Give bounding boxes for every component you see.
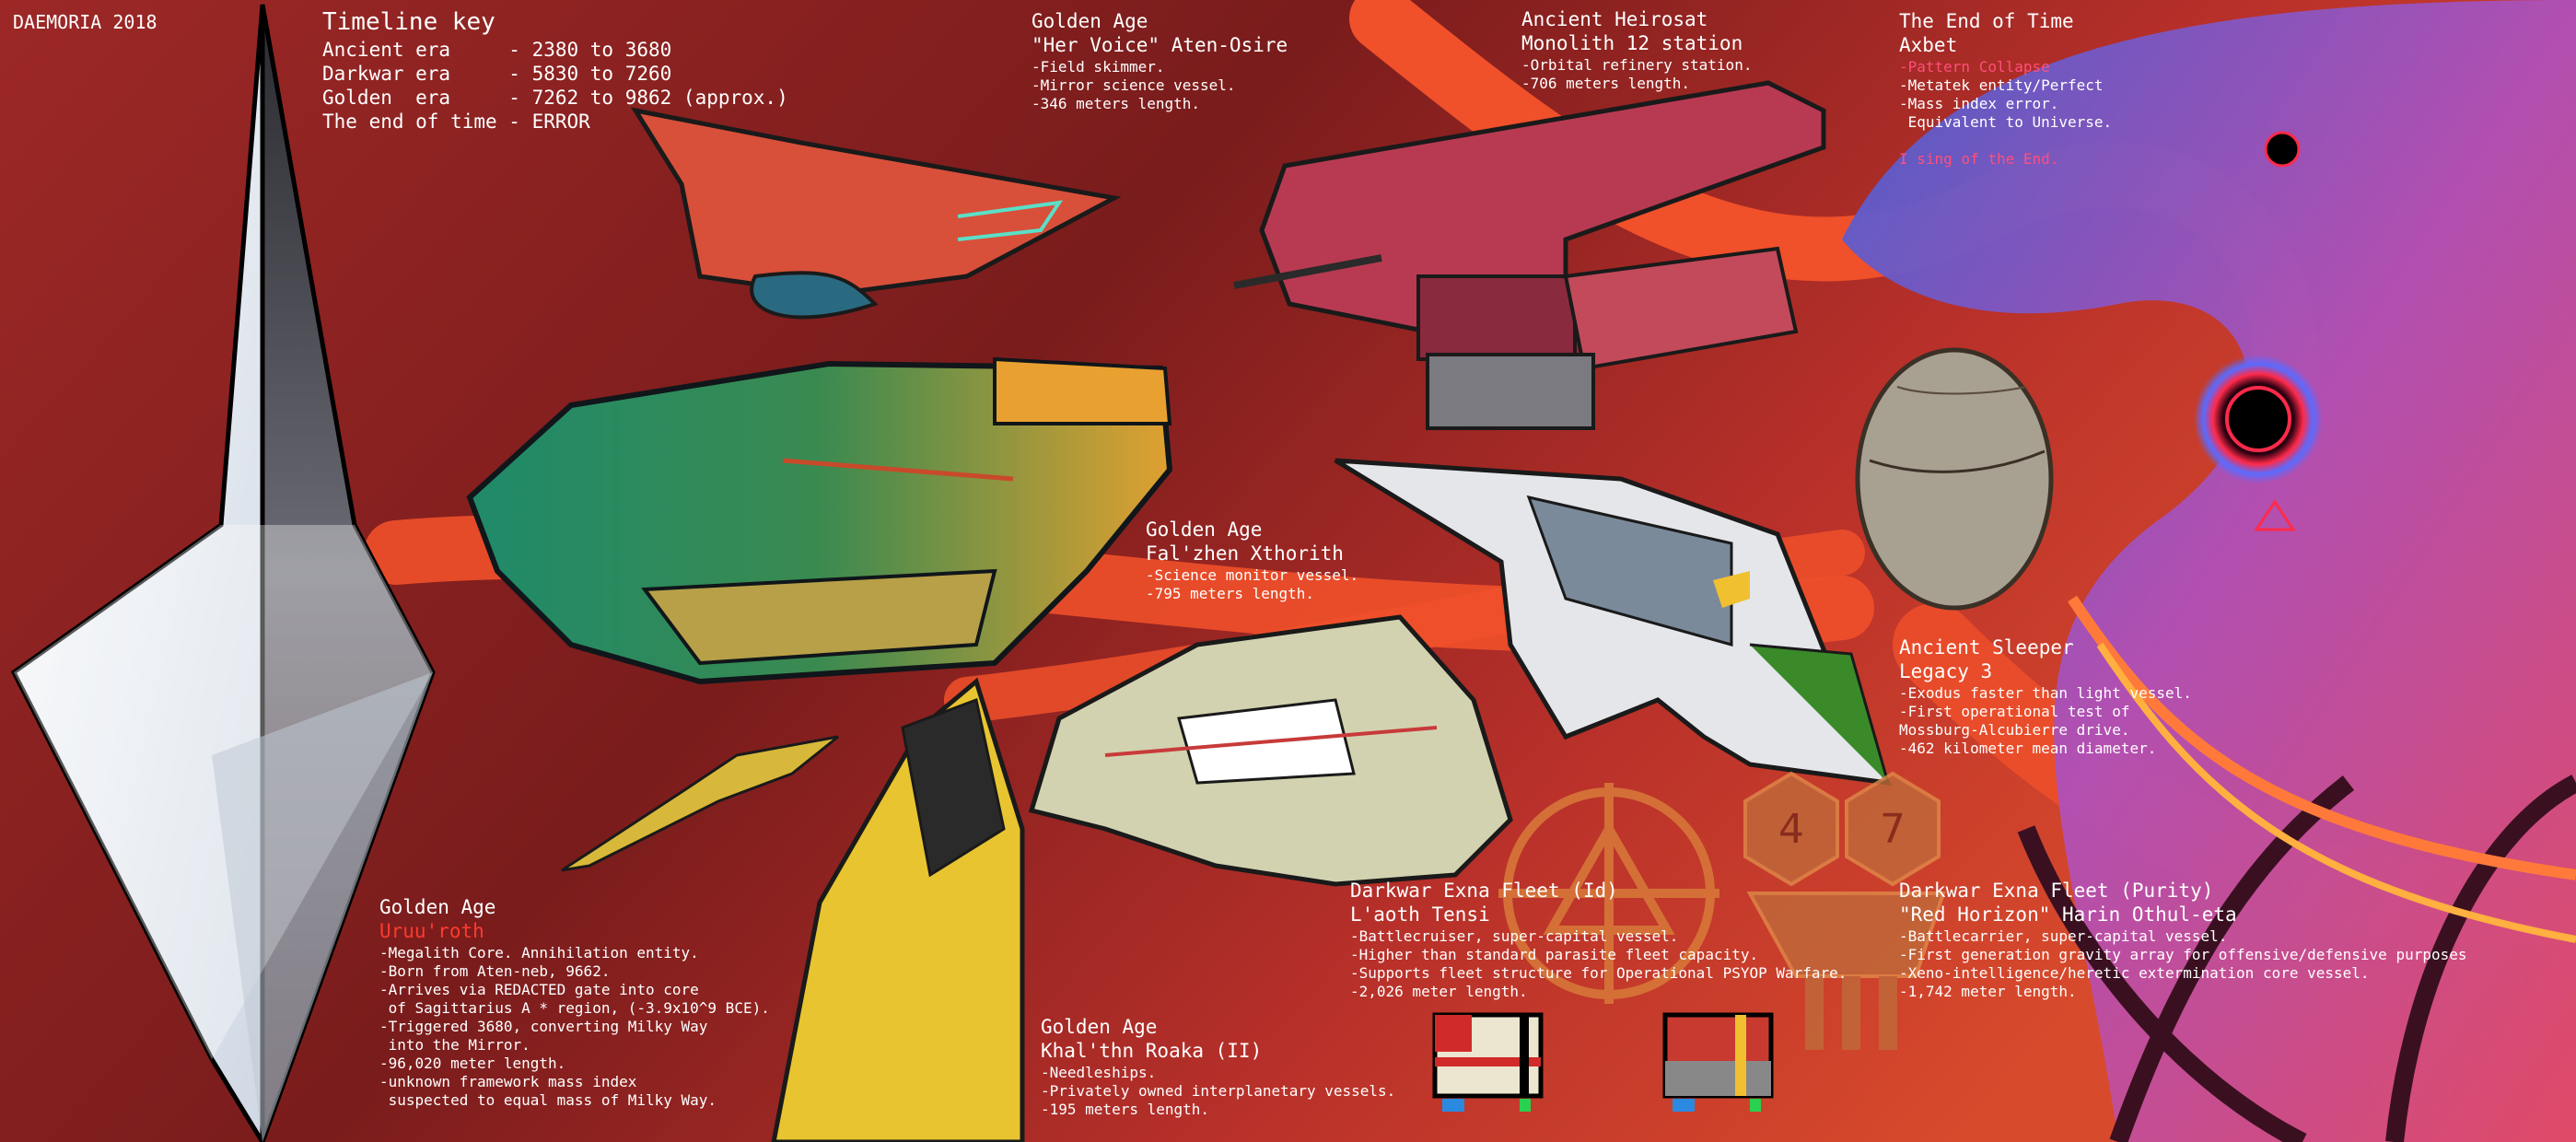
entry-detail: -Xeno-intelligence/heretic extermination…	[1899, 963, 2370, 982]
entry-name: Uruu'roth	[379, 920, 484, 943]
entry-xthorith: Golden Age Fal'zhen Xthorith -Science mo…	[1146, 518, 1358, 603]
entry-detail: -1,742 meter length.	[1899, 982, 2077, 1000]
entry-era: Ancient Sleeper	[1899, 636, 2074, 658]
entry-era: Darkwar Exna Fleet (Purity)	[1899, 880, 2214, 902]
entry-era: Darkwar Exna Fleet (Id)	[1350, 880, 1618, 902]
legacy-3-sleeper	[1855, 347, 2054, 611]
entry-detail: Equivalent to Universe.	[1899, 112, 2113, 131]
entry-detail: -96,020 meter length.	[379, 1054, 566, 1072]
entry-laoth-tensi: Darkwar Exna Fleet (Id) L'aoth Tensi -Ba…	[1350, 879, 1847, 1001]
xthorith-ship	[1334, 458, 1893, 787]
entry-detail: -Battlecarrier, super-capital vessel.	[1899, 926, 2228, 945]
entry-monolith: Ancient Heirosat Monolith 12 station -Or…	[1521, 7, 1752, 93]
axbet-entity	[1842, 0, 2576, 1142]
entry-name: Monolith 12 station	[1521, 32, 1743, 55]
entry-aten-osire: Golden Age "Her Voice" Aten-Osire -Field…	[1032, 9, 1288, 113]
timeline-key: Timeline key Ancient era - 2380 to 3680 …	[322, 7, 788, 134]
id-fleet-flag	[1432, 1012, 1544, 1112]
entry-detail: -Metatek entity/Perfect	[1899, 76, 2104, 94]
entry-detail: -Battlecruiser, super-capital vessel.	[1350, 926, 1679, 945]
entry-era: Golden Age	[1041, 1016, 1158, 1038]
green-battleship	[466, 356, 1173, 685]
entry-detail: -Exodus faster than light vessel.	[1899, 683, 2192, 702]
entry-detail: Mossburg-Alcubierre drive.	[1899, 720, 2130, 739]
entry-axbet: The End of Time Axbet -Pattern Collapse …	[1899, 9, 2112, 169]
entry-detail: -Orbital refinery station.	[1521, 55, 1753, 74]
entry-detail: -346 meters length.	[1032, 94, 1201, 112]
entry-era: Ancient Heirosat	[1521, 8, 1708, 30]
entry-detail: -Science monitor vessel.	[1146, 565, 1359, 584]
timeline-line: Ancient era - 2380 to 3680	[322, 38, 672, 61]
entry-detail: -462 kilometer mean diameter.	[1899, 739, 2157, 757]
entry-era: Golden Age	[379, 896, 496, 918]
purity-fleet-flag	[1662, 1012, 1774, 1112]
entry-name: Axbet	[1899, 34, 1958, 57]
entry-khalthn: Golden Age Khal'thn Roaka (II) -Needlesh…	[1041, 1015, 1395, 1119]
entry-detail: -Mass index error.	[1899, 94, 2059, 112]
entry-name: Fal'zhen Xthorith	[1146, 542, 1344, 565]
entry-name: "Red Horizon" Harin Othul-eta	[1899, 903, 2237, 926]
purity-fleet-emblem: 4 7	[1743, 771, 1946, 1050]
entry-name: Legacy 3	[1899, 660, 1993, 683]
entry-detail: -795 meters length.	[1146, 584, 1315, 602]
entry-name: Khal'thn Roaka (II)	[1041, 1040, 1263, 1063]
entry-era: The End of Time	[1899, 10, 2074, 32]
aten-osire-ship	[630, 107, 1122, 320]
entry-uruuroth: Golden Age Uruu'roth -Megalith Core. Ann…	[379, 895, 770, 1110]
emblem-glyph-right: 7	[1880, 806, 1906, 853]
uruuroth-crystal	[10, 4, 436, 1142]
emblem-glyph-left: 4	[1778, 806, 1804, 853]
id-fleet-emblem	[1498, 783, 1719, 1004]
entry-era: Golden Age	[1032, 10, 1148, 32]
entry-detail: -Arrives via REDACTED gate into core	[379, 980, 699, 998]
entry-detail: -First generation gravity array for offe…	[1899, 945, 2467, 963]
entry-detail: -706 meters length.	[1521, 74, 1691, 92]
monolith-station	[1233, 80, 1826, 430]
entry-detail: -unknown framework mass index	[379, 1072, 637, 1090]
timeline-title: Timeline key	[322, 8, 495, 36]
entry-detail: -Privately owned interplanetary vessels.	[1041, 1081, 1396, 1100]
entry-detail: into the Mirror.	[379, 1035, 530, 1054]
khalthn-needleships	[561, 677, 1025, 1142]
entry-detail: -Born from Aten-neb, 9662.	[379, 961, 611, 980]
entry-detail: -Megalith Core. Annihilation entity.	[379, 943, 699, 961]
entry-harin-othul-eta: Darkwar Exna Fleet (Purity) "Red Horizon…	[1899, 879, 2467, 1001]
entry-detail: -2,026 meter length.	[1350, 982, 1528, 1000]
timeline-line: The end of time - ERROR	[322, 111, 590, 134]
entry-era: Golden Age	[1146, 519, 1263, 541]
entry-detail: suspected to equal mass of Milky Way.	[379, 1090, 717, 1109]
entry-quote: I sing of the End.	[1899, 149, 2059, 168]
white-khaki-ship	[1028, 614, 1513, 887]
entry-name: "Her Voice" Aten-Osire	[1032, 34, 1288, 57]
entry-detail: -Mirror science vessel.	[1032, 76, 1236, 94]
entry-detail: -Higher than standard parasite fleet cap…	[1350, 945, 1759, 963]
artist-signature: DAEMORIA 2018	[13, 11, 157, 33]
entry-detail: -Needleships.	[1041, 1063, 1157, 1081]
entry-detail: -Field skimmer.	[1032, 57, 1165, 76]
timeline-line: Golden era - 7262 to 9862 (approx.)	[322, 87, 788, 109]
timeline-line: Darkwar era - 5830 to 7260	[322, 62, 672, 85]
entry-detail: -Supports fleet structure for Operationa…	[1350, 963, 1847, 982]
entry-name: L'aoth Tensi	[1350, 903, 1490, 926]
entry-detail-highlight: -Pattern Collapse	[1899, 57, 2050, 76]
entry-legacy-3: Ancient Sleeper Legacy 3 -Exodus faster …	[1899, 635, 2192, 758]
entry-detail: of Sagittarius A * region, (-3.9x10^9 BC…	[379, 998, 770, 1017]
entry-detail: -195 meters length.	[1041, 1100, 1210, 1118]
entry-detail: -First operational test of	[1899, 702, 2130, 720]
entry-detail: -Triggered 3680, converting Milky Way	[379, 1017, 708, 1035]
